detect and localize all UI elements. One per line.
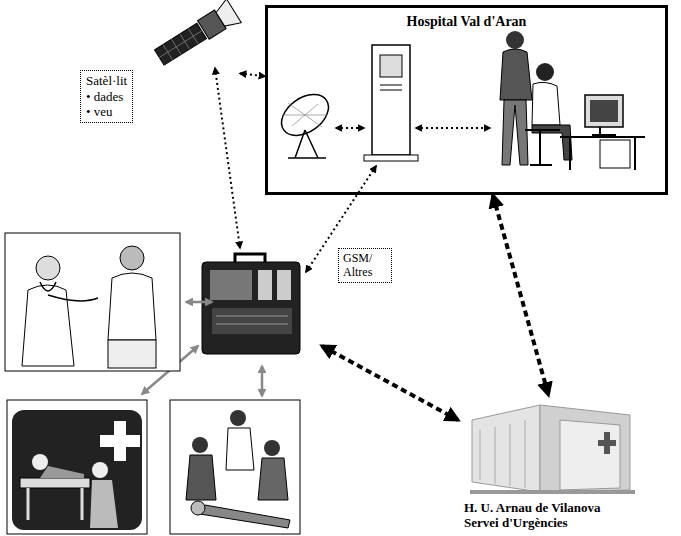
portable-telemedicine-unit xyxy=(258,270,272,300)
ambulance-scene xyxy=(92,462,108,478)
satellite-label: • veu xyxy=(86,104,127,120)
satellite-dish xyxy=(274,86,336,158)
hospital-box: Hospital Val d'Aran xyxy=(265,5,668,195)
server-tower xyxy=(372,45,410,155)
operators-at-computer xyxy=(500,49,532,100)
satellite-icon xyxy=(152,0,241,69)
portable-telemedicine-unit xyxy=(277,270,291,300)
operators-at-computer xyxy=(585,95,623,127)
doctor-scene xyxy=(108,273,156,340)
ambulance-scene xyxy=(7,400,147,534)
ambulance-scene xyxy=(28,488,82,520)
server-tower xyxy=(380,85,402,90)
link-label: GSM/ Altres xyxy=(343,251,387,280)
emergency-scene xyxy=(192,437,208,453)
satellite-label: Satèl·lit xyxy=(86,73,127,89)
hospital-building xyxy=(470,405,635,494)
link-arrow xyxy=(322,346,458,420)
portable-telemedicine-unit xyxy=(202,254,300,354)
emergency-scene xyxy=(200,505,290,528)
emergency-scene xyxy=(264,440,280,456)
operators-at-computer xyxy=(525,130,560,165)
doctor-scene xyxy=(120,246,144,270)
operators-at-computer xyxy=(532,82,560,125)
operators-at-computer xyxy=(506,31,524,49)
ambulance-scene xyxy=(100,421,140,461)
link-arrow xyxy=(215,68,240,248)
building-caption: H. U. Arnau de VilanovaServei d'Urgèncie… xyxy=(464,500,601,531)
satellite-icon xyxy=(155,23,207,65)
emergency-scene xyxy=(186,455,216,500)
info-box: Satèl·lit• dades• veu xyxy=(80,5,240,123)
link-arrow xyxy=(215,68,490,272)
ambulance-scene xyxy=(7,400,147,534)
operators-at-computer xyxy=(590,100,618,122)
hospital-building xyxy=(472,405,540,492)
satellite-dish xyxy=(283,103,327,127)
box-heading: Hospital Val d'Aran xyxy=(268,14,665,30)
satellite-dish xyxy=(274,86,336,144)
satellite-dish xyxy=(288,130,326,158)
operators-at-computer xyxy=(560,137,645,170)
portable-telemedicine-unit xyxy=(216,316,288,324)
hospital-building xyxy=(540,405,630,492)
building-name: Servei d'Urgències xyxy=(464,515,601,531)
hospital-building xyxy=(470,490,635,494)
ambulance-scene xyxy=(12,410,142,530)
hospital-building xyxy=(480,420,525,488)
doctor-scene xyxy=(108,340,156,368)
operators-at-computer xyxy=(536,63,554,81)
doctor-scene xyxy=(5,233,180,371)
portable-telemedicine-unit xyxy=(235,254,265,262)
doctor-scene xyxy=(22,285,74,366)
emergency-scene xyxy=(170,400,300,534)
operators-at-computer xyxy=(502,100,528,165)
building-name: H. U. Arnau de Vilanova xyxy=(464,500,601,516)
portable-telemedicine-unit xyxy=(202,262,300,354)
emergency-scene xyxy=(170,400,300,534)
link-connector xyxy=(240,73,265,76)
doctor-scene xyxy=(36,256,60,280)
emergency-scene xyxy=(258,458,288,500)
doctor-scene xyxy=(5,233,180,371)
use-arrow xyxy=(186,301,212,304)
satellite-icon xyxy=(213,0,241,31)
portable-telemedicine-unit xyxy=(210,270,252,300)
server-tower xyxy=(364,155,418,161)
server-tower xyxy=(364,45,418,161)
link-arrow xyxy=(416,127,490,129)
emergency-scene xyxy=(230,410,246,426)
emergency-scene xyxy=(191,501,205,515)
server-tower xyxy=(380,55,402,77)
ambulance-scene xyxy=(90,480,118,528)
operators-at-computer xyxy=(592,127,616,135)
info-box: GSM/ Altres xyxy=(338,248,392,283)
operators-at-computer xyxy=(500,31,645,170)
satellite-label-box: Satèl·lit• dades• veu xyxy=(80,70,133,123)
operators-at-computer xyxy=(600,140,630,168)
portable-telemedicine-unit xyxy=(212,308,292,334)
satellite-label: • dades xyxy=(86,89,127,105)
hospital-building xyxy=(598,432,616,454)
link-arrow xyxy=(322,346,458,420)
hospital-building xyxy=(560,420,620,490)
satellite-icon xyxy=(155,23,207,65)
ambulance-scene xyxy=(20,478,90,488)
link-arrow xyxy=(336,127,364,129)
ambulance-scene xyxy=(40,466,84,478)
use-arrow xyxy=(261,366,264,396)
doctor-scene xyxy=(40,282,98,301)
ambulance-scene xyxy=(32,454,48,470)
hospital-label: H. U. Arnau de VilanovaServei d'Urgèncie… xyxy=(460,395,675,533)
emergency-scene xyxy=(226,428,254,470)
link-connector xyxy=(493,195,549,395)
